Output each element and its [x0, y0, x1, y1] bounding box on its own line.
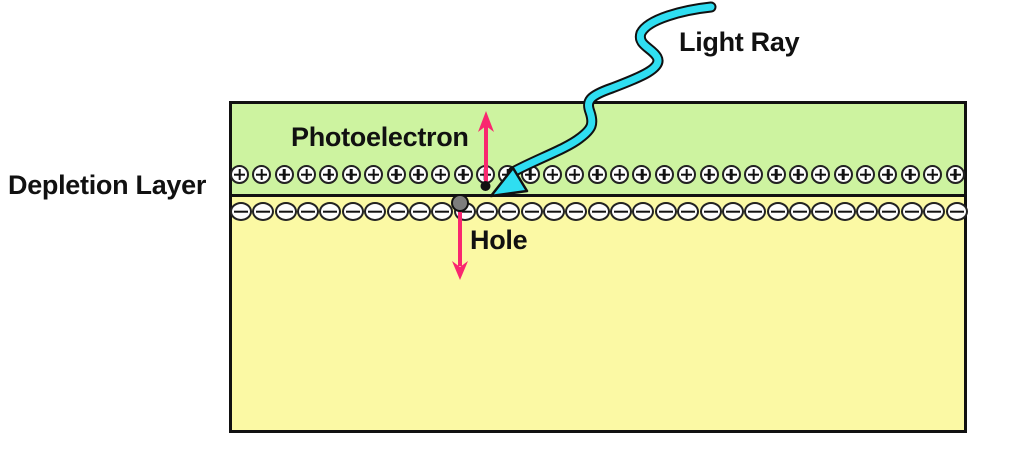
photoelectron-dot	[480, 181, 491, 191]
positive-ion	[744, 165, 764, 184]
positive-ion	[721, 165, 741, 184]
negative-ion-row	[230, 202, 968, 221]
positive-ion	[923, 165, 943, 184]
positive-ion	[386, 165, 406, 184]
negative-ion	[587, 202, 610, 221]
negative-ion	[632, 202, 655, 221]
p-region	[232, 197, 964, 430]
negative-ion	[543, 202, 566, 221]
positive-ion	[252, 165, 272, 184]
positive-ion	[900, 165, 920, 184]
negative-ion	[386, 202, 409, 221]
negative-ion	[408, 202, 431, 221]
negative-ion	[341, 202, 364, 221]
negative-ion	[252, 202, 275, 221]
positive-ion	[811, 165, 831, 184]
positive-ion	[856, 165, 876, 184]
junction-line	[232, 194, 964, 197]
positive-ion	[587, 165, 607, 184]
negative-ion	[699, 202, 722, 221]
positive-ion	[610, 165, 630, 184]
positive-ion	[408, 165, 428, 184]
positive-ion	[341, 165, 361, 184]
positive-ion-row	[230, 165, 968, 184]
negative-ion	[654, 202, 677, 221]
positive-ion	[274, 165, 294, 184]
light-ray-core	[509, 3, 715, 176]
negative-ion	[923, 202, 946, 221]
photoelectron-arrowhead	[478, 111, 494, 132]
light-ray-label: Light Ray	[679, 27, 800, 57]
negative-ion	[297, 202, 320, 221]
negative-ion	[565, 202, 588, 221]
positive-ion	[543, 165, 563, 184]
negative-ion	[878, 202, 901, 221]
depletion-layer-label: Depletion Layer	[8, 170, 207, 200]
negative-ion	[811, 202, 834, 221]
negative-ion	[744, 202, 767, 221]
positive-ion	[230, 165, 249, 184]
positive-ion	[453, 165, 473, 184]
negative-ion	[610, 202, 633, 221]
negative-ion	[520, 202, 543, 221]
negative-ion	[431, 202, 454, 221]
positive-ion	[632, 165, 652, 184]
positive-ion	[833, 165, 853, 184]
negative-ion	[475, 202, 498, 221]
negative-ion	[900, 202, 923, 221]
negative-ion	[677, 202, 700, 221]
positive-ion	[654, 165, 674, 184]
positive-ion	[699, 165, 719, 184]
positive-ion	[319, 165, 339, 184]
hole-arrowhead	[452, 261, 468, 280]
negative-ion	[945, 202, 968, 221]
negative-ion	[319, 202, 342, 221]
negative-ion	[721, 202, 744, 221]
positive-ion	[766, 165, 786, 184]
negative-ion	[364, 202, 387, 221]
negative-ion	[498, 202, 521, 221]
negative-ion	[274, 202, 297, 221]
positive-ion	[565, 165, 585, 184]
hole-label: Hole	[470, 225, 528, 255]
positive-ion	[788, 165, 808, 184]
positive-ion	[878, 165, 898, 184]
negative-ion	[230, 202, 252, 221]
negative-ion	[833, 202, 856, 221]
positive-ion	[297, 165, 317, 184]
photoelectron-label: Photoelectron	[291, 122, 469, 152]
positive-ion	[364, 165, 384, 184]
negative-ion	[766, 202, 789, 221]
positive-ion	[677, 165, 697, 184]
negative-ion	[856, 202, 879, 221]
positive-ion	[431, 165, 451, 184]
negative-ion	[788, 202, 811, 221]
light-ray-arrowhead	[489, 166, 529, 198]
hole-dot	[451, 194, 469, 212]
positive-ion	[945, 165, 965, 184]
